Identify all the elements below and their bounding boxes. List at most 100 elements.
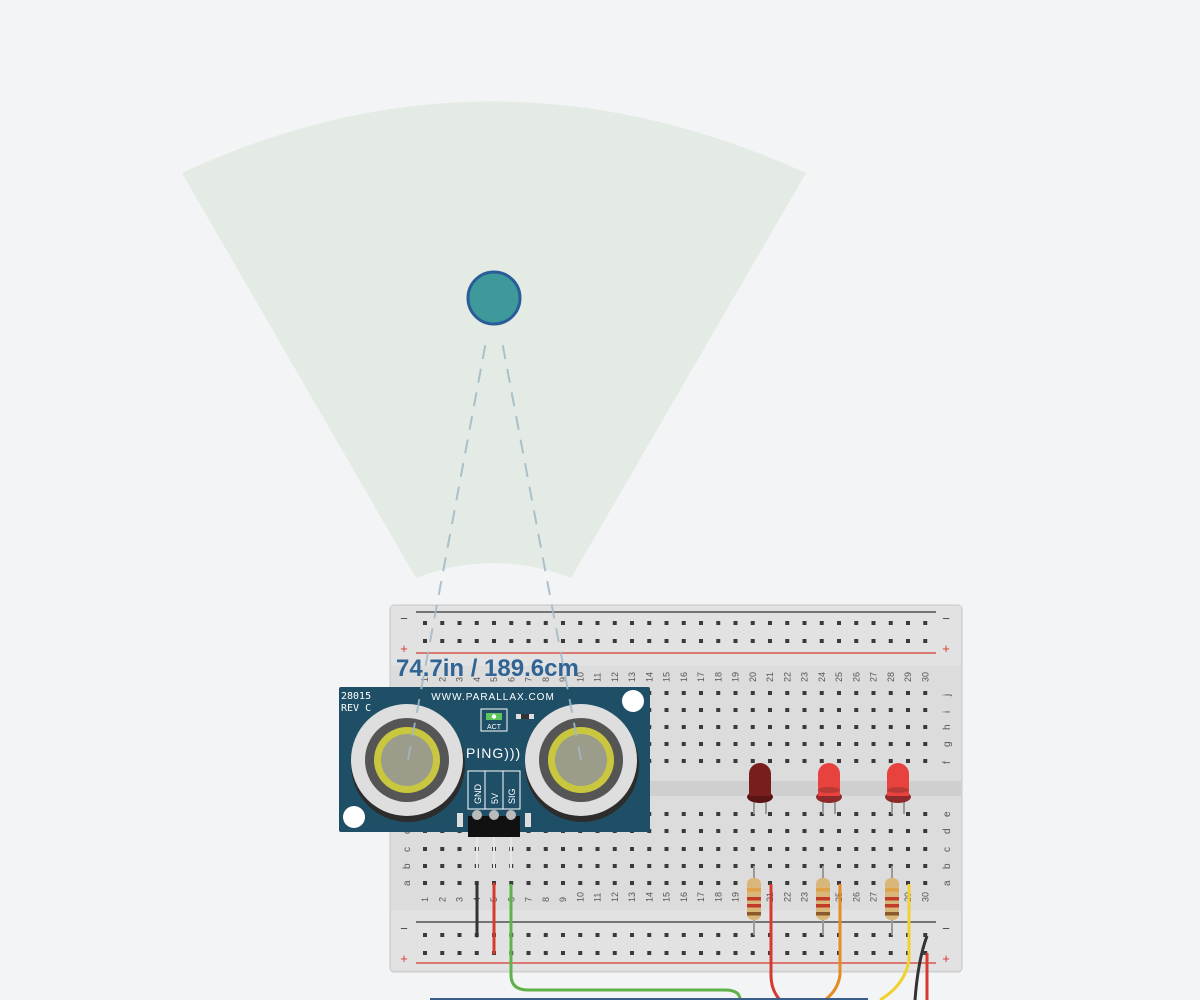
rail-hole[interactable] (509, 639, 514, 643)
rail-hole[interactable] (802, 621, 807, 625)
terminal-hole[interactable] (854, 725, 859, 729)
rail-hole[interactable] (923, 621, 928, 625)
resistor[interactable] (747, 866, 761, 935)
terminal-hole[interactable] (906, 864, 910, 868)
terminal-hole[interactable] (733, 742, 738, 746)
terminal-hole[interactable] (681, 812, 686, 816)
rail-hole[interactable] (699, 639, 703, 643)
terminal-hole[interactable] (854, 829, 859, 833)
terminal-hole[interactable] (750, 864, 755, 868)
terminal-hole[interactable] (854, 759, 859, 763)
terminal-hole[interactable] (664, 691, 669, 695)
terminal-hole[interactable] (699, 759, 703, 763)
rail-hole[interactable] (664, 639, 669, 643)
terminal-hole[interactable] (785, 829, 790, 833)
terminal-hole[interactable] (664, 812, 669, 816)
sensor-wires[interactable] (475, 882, 742, 1000)
rail-hole[interactable] (733, 621, 738, 625)
rail-hole[interactable] (888, 933, 893, 937)
rail-hole[interactable] (647, 639, 652, 643)
terminal-hole[interactable] (733, 864, 738, 868)
terminal-hole[interactable] (768, 864, 772, 868)
terminal-hole[interactable] (681, 759, 686, 763)
terminal-hole[interactable] (802, 691, 807, 695)
rail-hole[interactable] (923, 639, 928, 643)
terminal-hole[interactable] (819, 759, 824, 763)
terminal-hole[interactable] (837, 864, 841, 868)
rail-hole[interactable] (716, 951, 721, 955)
terminal-hole[interactable] (768, 691, 772, 695)
terminal-hole[interactable] (716, 725, 721, 729)
terminal-hole[interactable] (906, 812, 910, 816)
terminal-hole[interactable] (837, 829, 841, 833)
rail-hole[interactable] (923, 933, 928, 937)
terminal-hole[interactable] (681, 864, 686, 868)
rail-hole[interactable] (699, 621, 703, 625)
terminal-hole[interactable] (871, 759, 876, 763)
rail-hole[interactable] (474, 639, 479, 643)
rail-hole[interactable] (526, 951, 531, 955)
rail-hole[interactable] (750, 621, 755, 625)
5v-pin[interactable] (489, 810, 499, 820)
rail-hole[interactable] (595, 639, 600, 643)
rail-hole[interactable] (888, 621, 893, 625)
terminal-hole[interactable] (699, 829, 703, 833)
terminal-hole[interactable] (837, 691, 841, 695)
led2-wire[interactable] (824, 884, 842, 1000)
terminal-hole[interactable] (612, 864, 617, 868)
terminal-hole[interactable] (561, 864, 565, 868)
rail-hole[interactable] (578, 951, 583, 955)
rail-hole[interactable] (423, 933, 427, 937)
terminal-hole[interactable] (906, 691, 910, 695)
rail-hole[interactable] (785, 621, 790, 625)
terminal-hole[interactable] (802, 864, 807, 868)
terminal-hole[interactable] (543, 881, 548, 885)
terminal-hole[interactable] (768, 742, 772, 746)
terminal-hole[interactable] (750, 691, 755, 695)
terminal-hole[interactable] (440, 847, 445, 851)
terminal-hole[interactable] (819, 864, 824, 868)
rail-hole[interactable] (699, 951, 703, 955)
terminal-hole[interactable] (750, 812, 755, 816)
terminal-hole[interactable] (750, 847, 755, 851)
terminal-hole[interactable] (733, 708, 738, 712)
terminal-hole[interactable] (716, 812, 721, 816)
terminal-hole[interactable] (923, 847, 928, 851)
rail-hole[interactable] (630, 933, 634, 937)
terminal-hole[interactable] (526, 881, 531, 885)
terminal-hole[interactable] (664, 881, 669, 885)
terminal-hole[interactable] (750, 829, 755, 833)
terminal-hole[interactable] (750, 725, 755, 729)
terminal-hole[interactable] (785, 847, 790, 851)
rail-hole[interactable] (802, 639, 807, 643)
rail-hole[interactable] (595, 933, 600, 937)
terminal-hole[interactable] (423, 881, 427, 885)
gnd-pin[interactable] (472, 810, 482, 820)
terminal-hole[interactable] (923, 829, 928, 833)
terminal-hole[interactable] (923, 725, 928, 729)
terminal-hole[interactable] (716, 691, 721, 695)
terminal-hole[interactable] (837, 881, 841, 885)
terminal-hole[interactable] (699, 812, 703, 816)
terminal-hole[interactable] (802, 812, 807, 816)
rail-hole[interactable] (543, 933, 548, 937)
rail-hole[interactable] (906, 639, 910, 643)
rail-hole[interactable] (578, 639, 583, 643)
terminal-hole[interactable] (819, 829, 824, 833)
terminal-hole[interactable] (716, 847, 721, 851)
rail-hole[interactable] (474, 951, 479, 955)
terminal-hole[interactable] (681, 881, 686, 885)
rail-hole[interactable] (664, 621, 669, 625)
rail-hole[interactable] (457, 621, 462, 625)
terminal-hole[interactable] (819, 725, 824, 729)
terminal-hole[interactable] (854, 881, 859, 885)
terminal-hole[interactable] (630, 864, 634, 868)
terminal-hole[interactable] (837, 759, 841, 763)
rail-hole[interactable] (561, 621, 565, 625)
rail-hole[interactable] (785, 933, 790, 937)
terminal-hole[interactable] (733, 829, 738, 833)
terminal-hole[interactable] (906, 881, 910, 885)
rail-hole[interactable] (785, 951, 790, 955)
terminal-hole[interactable] (543, 847, 548, 851)
terminal-hole[interactable] (785, 725, 790, 729)
